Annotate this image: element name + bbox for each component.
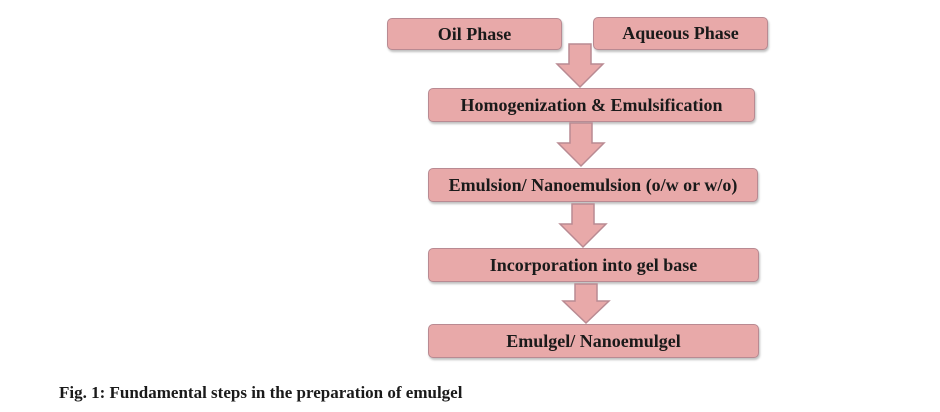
arrow-to-incorporation bbox=[558, 203, 608, 249]
oil-phase-label: Oil Phase bbox=[437, 23, 512, 44]
incorporation-box: Incorporation into gel base bbox=[428, 248, 759, 282]
emulsion-box: Emulsion/ Nanoemulsion (o/w or w/o) bbox=[428, 168, 758, 202]
arrow-to-homogenization bbox=[555, 43, 605, 89]
arrow-to-emulgel bbox=[561, 283, 611, 325]
aqueous-phase-box: Aqueous Phase bbox=[593, 17, 768, 50]
oil-phase-box: Oil Phase bbox=[387, 18, 562, 50]
incorporation-label: Incorporation into gel base bbox=[489, 254, 698, 275]
homogenization-label: Homogenization & Emulsification bbox=[460, 94, 723, 115]
aqueous-phase-label: Aqueous Phase bbox=[622, 23, 739, 43]
emulgel-box: Emulgel/ Nanoemulgel bbox=[428, 324, 759, 358]
figure-caption: Fig. 1: Fundamental steps in the prepara… bbox=[59, 383, 463, 402]
arrow-to-emulsion bbox=[556, 122, 606, 168]
emulsion-label: Emulsion/ Nanoemulsion (o/w or w/o) bbox=[448, 174, 738, 195]
emulgel-label: Emulgel/ Nanoemulgel bbox=[506, 330, 681, 351]
homogenization-box: Homogenization & Emulsification bbox=[428, 88, 755, 122]
